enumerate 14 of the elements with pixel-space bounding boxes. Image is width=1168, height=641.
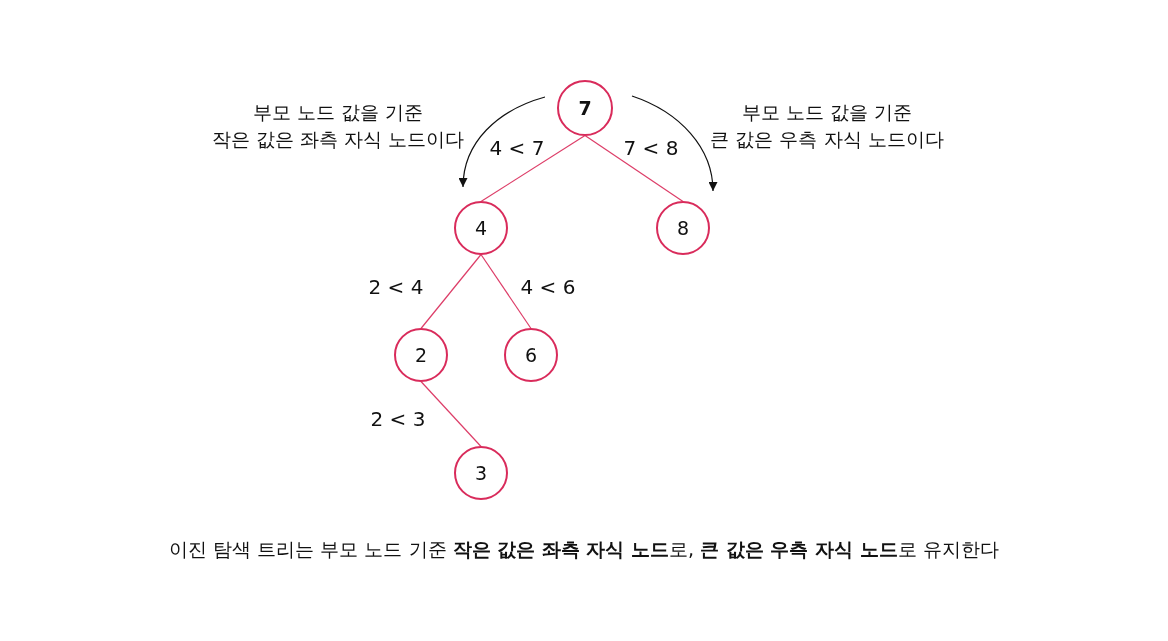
node-circle: 4	[454, 201, 508, 255]
node-circle: 3	[454, 446, 508, 500]
connector-line	[420, 253, 482, 330]
caption: 이진 탐색 트리는 부모 노드 기준 작은 값은 좌측 자식 노드로, 큰 값은 우측 자식 노드로 유지한다	[169, 537, 999, 561]
connector-line	[584, 134, 684, 203]
annotation-text: 부모 노드 값을 기준 큰 값은 우측 자식 노드이다	[710, 100, 944, 152]
node-circle: 8	[656, 201, 710, 255]
node-circle: 2	[394, 328, 448, 382]
node-circle: 6	[504, 328, 558, 382]
connector-line	[480, 253, 532, 330]
connector-line	[420, 380, 482, 448]
node-circle: 7	[557, 80, 613, 136]
connector-line	[480, 134, 586, 203]
annotation-text: 부모 노드 값을 기준 작은 값은 좌측 자식 노드이다	[211, 100, 465, 152]
